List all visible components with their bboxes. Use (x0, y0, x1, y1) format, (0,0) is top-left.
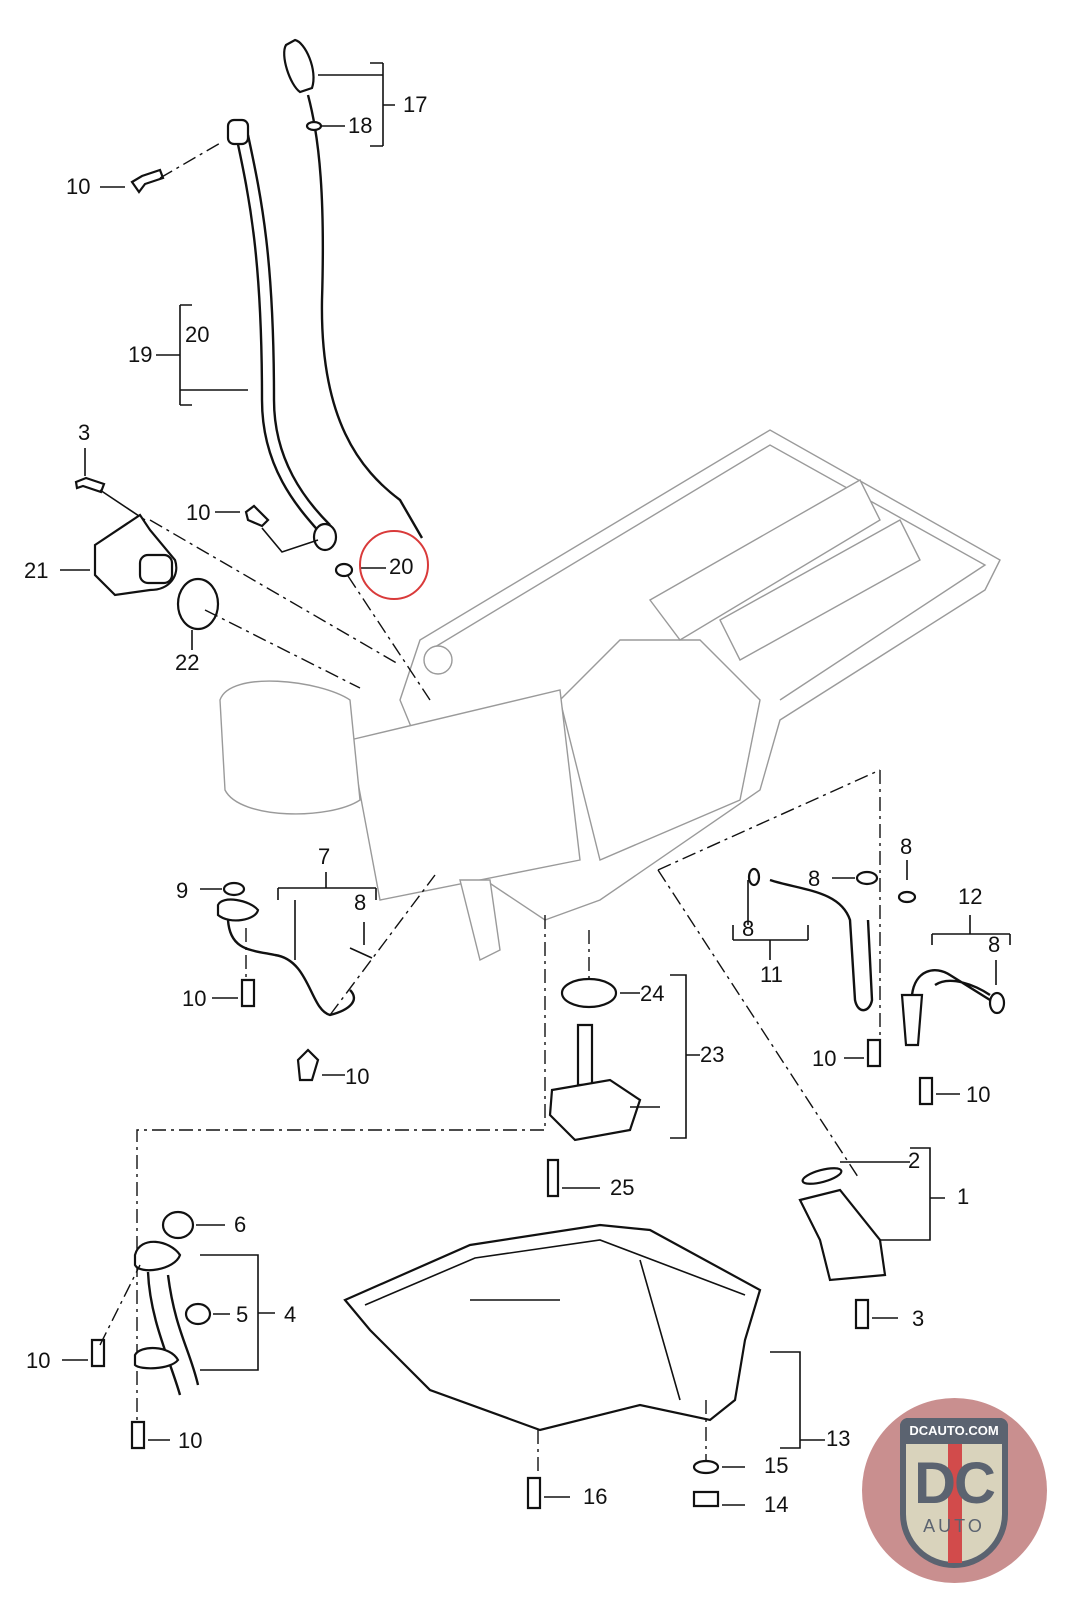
callout-18: 18 (348, 113, 373, 138)
callout-22: 22 (175, 650, 200, 675)
callout-19: 19 (128, 342, 153, 367)
callout-8: 8 (354, 890, 367, 915)
callout-12: 12 (958, 884, 983, 909)
callout-1: 1 (957, 1184, 970, 1209)
bolts (62, 141, 960, 1510)
dcauto-logo: DCAUTO.COM DC AUTO (862, 1398, 1047, 1583)
oil-lines-11-12 (657, 769, 1011, 1181)
callout-5: 5 (236, 1302, 249, 1327)
callout-6: 6 (234, 1212, 247, 1237)
oil-pan (343, 1223, 825, 1508)
callout-2: 2 (908, 1148, 921, 1173)
oil-level-sensor (136, 915, 700, 1420)
callout-10: 10 (966, 1082, 991, 1107)
callout-15: 15 (764, 1453, 789, 1478)
callout-13: 13 (826, 1426, 851, 1451)
callout-10: 10 (182, 986, 207, 1011)
callout-14: 14 (764, 1492, 789, 1517)
callout-24: 24 (640, 981, 665, 1006)
callout-3: 3 (912, 1306, 925, 1331)
callout-20: 20 (185, 322, 210, 347)
callout-10: 10 (178, 1428, 203, 1453)
callout-8: 8 (742, 916, 755, 941)
cover-and-gasket (60, 513, 401, 689)
logo-stripe (948, 1438, 962, 1563)
callout-23: 23 (700, 1042, 725, 1067)
callout-8: 8 (808, 866, 821, 891)
oring-20 (334, 530, 431, 701)
callout-16: 16 (583, 1484, 608, 1509)
callout-25: 25 (610, 1175, 635, 1200)
callout-8: 8 (900, 834, 913, 859)
dipstick (283, 38, 424, 539)
callout-10: 10 (345, 1064, 370, 1089)
oil-line-7 (200, 872, 436, 1017)
logo-sub-text: AUTO (923, 1516, 985, 1536)
callout-21: 21 (24, 558, 49, 583)
callout-10: 10 (186, 500, 211, 525)
engine-block (219, 429, 1001, 962)
callout-10: 10 (812, 1046, 837, 1071)
callout-10: 10 (26, 1348, 51, 1373)
suction-pipe (99, 1210, 275, 1396)
callout-9: 9 (176, 878, 189, 903)
callout-7: 7 (318, 844, 331, 869)
callout-17: 17 (403, 92, 428, 117)
callout-11: 11 (760, 962, 783, 987)
logo-top-text: DCAUTO.COM (900, 1418, 1008, 1444)
highlight-circle (359, 530, 429, 600)
callout-20-highlighted: 20 (389, 554, 414, 579)
callout-10: 10 (66, 174, 91, 199)
dipstick-tube (156, 118, 338, 552)
logo-main-text: DC (914, 1451, 996, 1516)
oil-pickup (798, 1147, 945, 1282)
callout-8: 8 (988, 932, 1001, 957)
callout-4: 4 (284, 1302, 297, 1327)
callout-3: 3 (78, 420, 91, 445)
